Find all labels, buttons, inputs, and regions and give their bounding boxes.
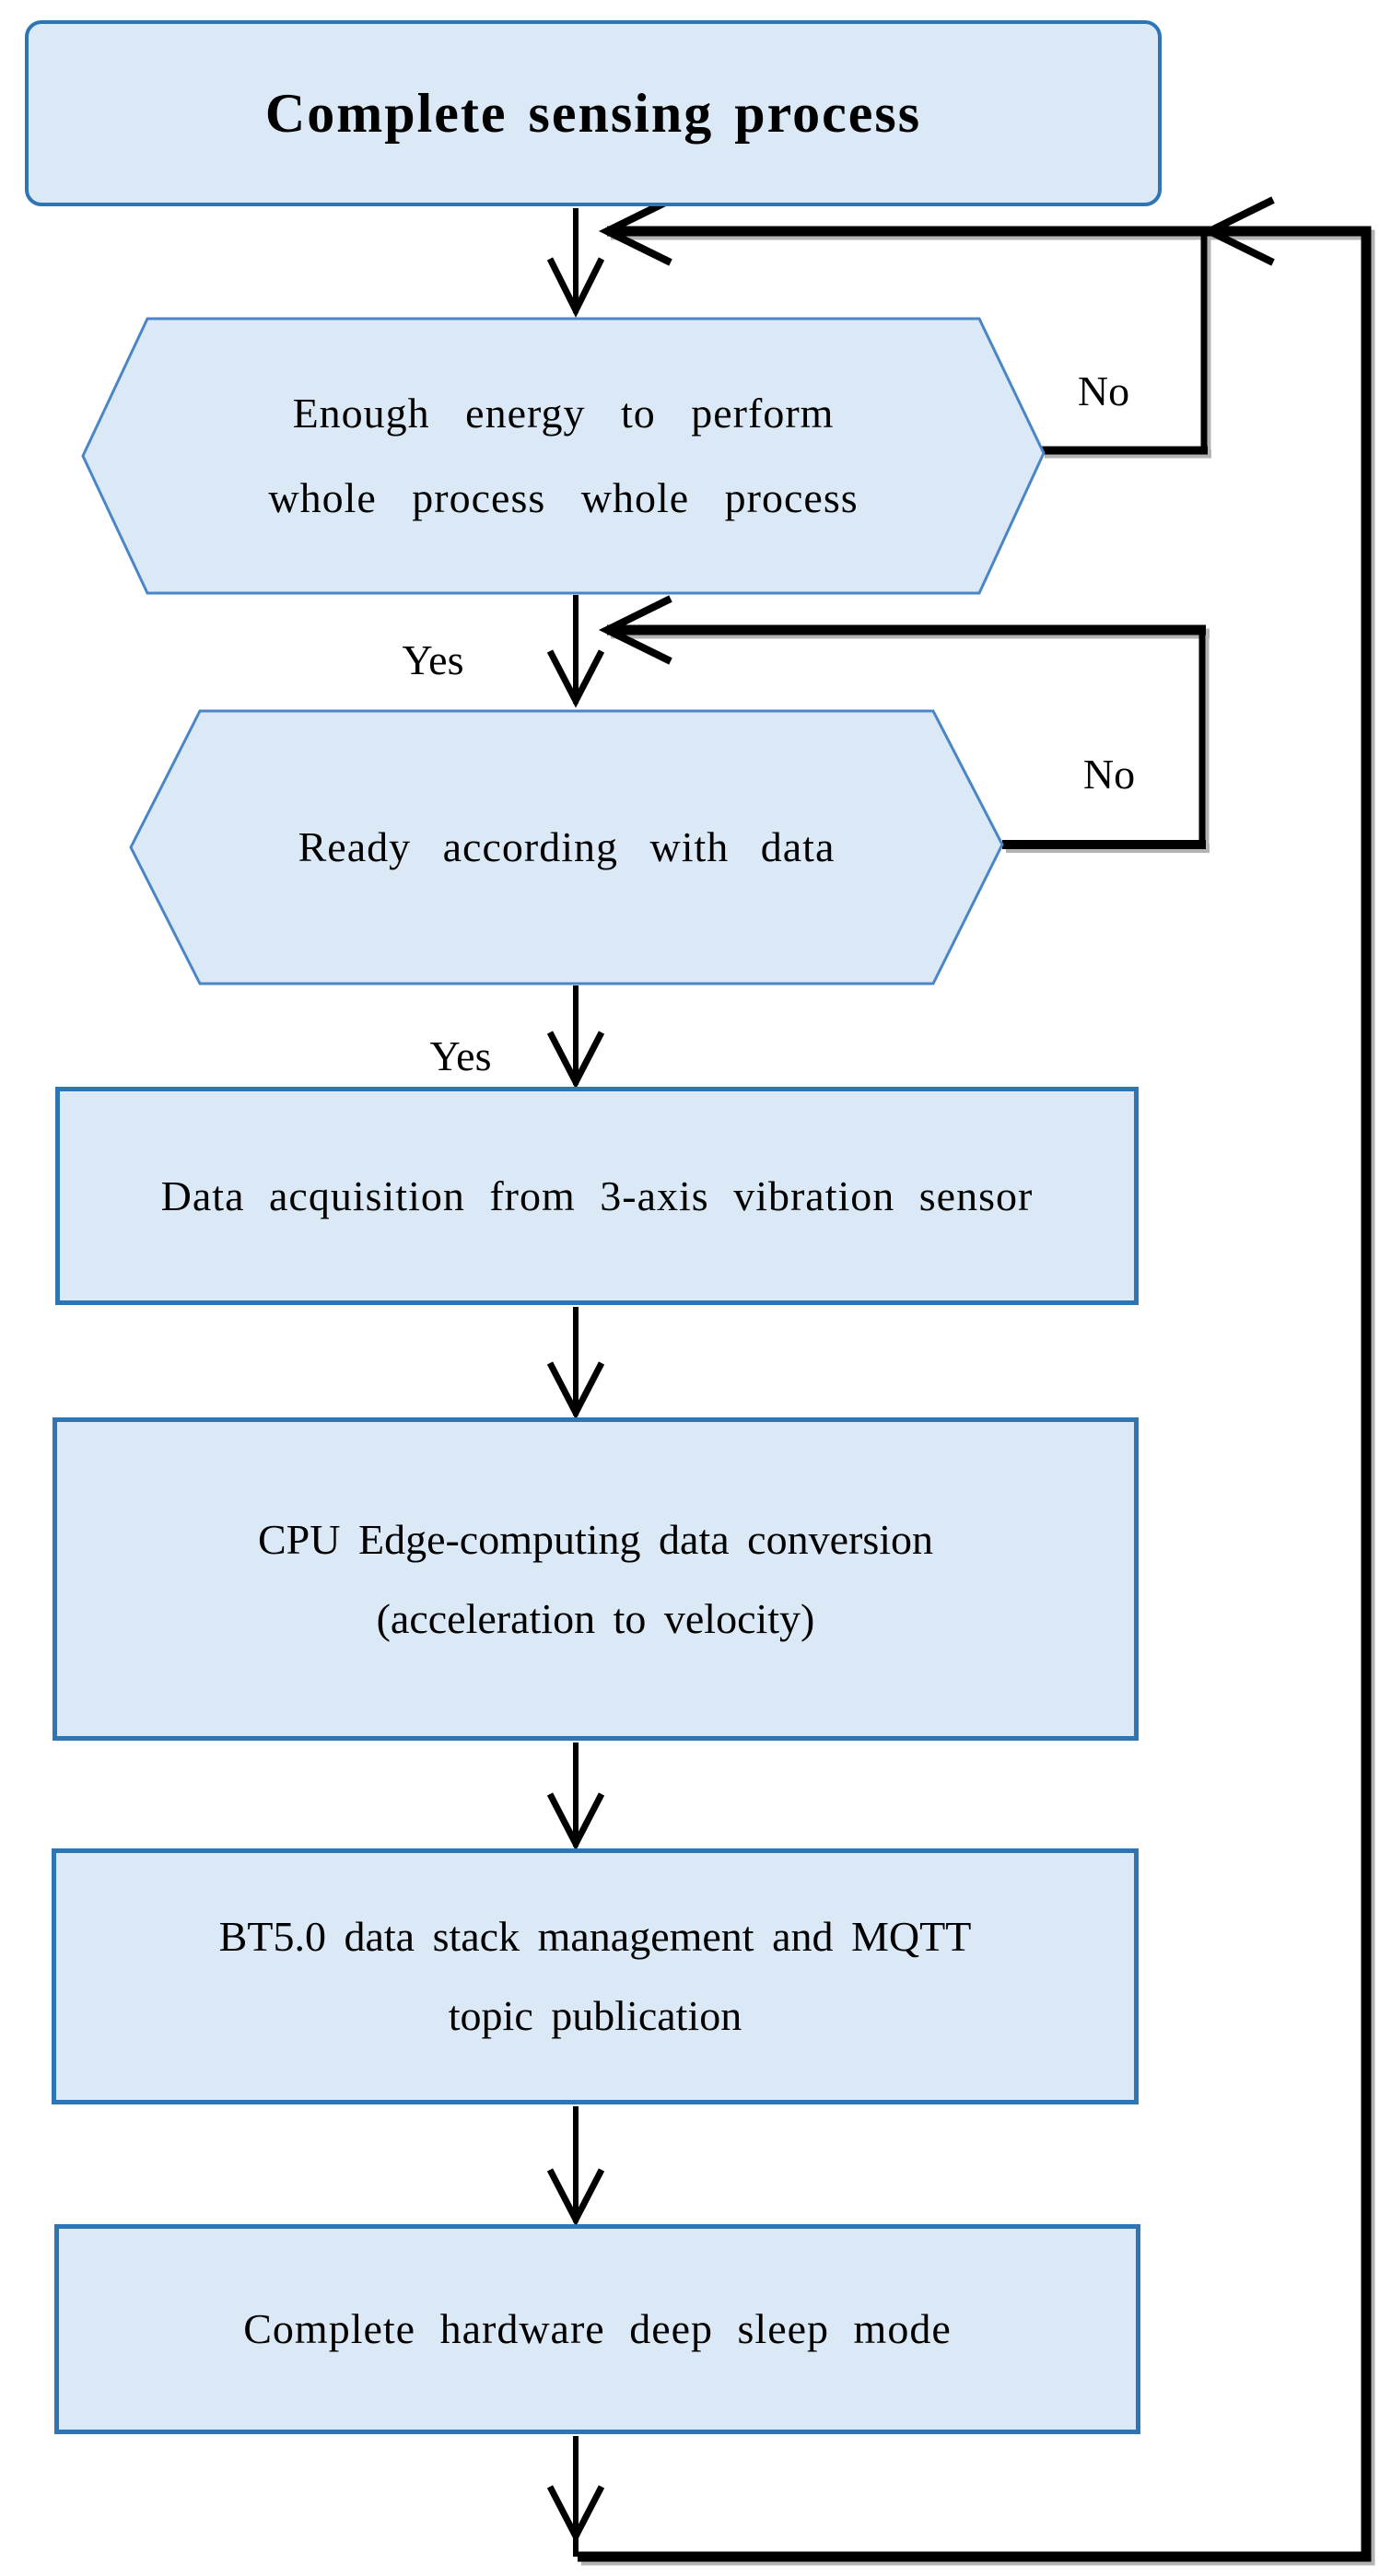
decision-energy-shape: [81, 317, 1046, 595]
no-branch-ready-line: [598, 595, 1206, 849]
arrowhead-to-publication-icon: [546, 1792, 605, 1851]
loop-arrowhead-left-icon: [598, 196, 672, 266]
spine-edges: [546, 208, 605, 2557]
node-start: Complete sensing process: [25, 20, 1162, 206]
loop-arrowhead-mid-icon: [1200, 196, 1275, 266]
feedback-loop-line: [578, 196, 1372, 2562]
node-start-label: Complete sensing process: [264, 83, 922, 144]
node-conversion-line1: CPU Edge-computing data conversion: [257, 1515, 934, 1563]
node-publication-line1: BT5.0 data stack management and MQTT: [218, 1913, 972, 1960]
decision-energy-line1: Enough energy to perform: [292, 390, 835, 437]
no-branch-energy-line: [1041, 234, 1208, 455]
arrowhead-to-acquisition-icon: [546, 1031, 605, 1090]
edge-label-yes-1: Yes: [402, 635, 464, 683]
ready-arrowhead-left-icon: [598, 595, 672, 665]
arrowhead-to-loop-icon: [546, 2485, 605, 2544]
node-conversion: CPU Edge-computing data conversion (acce…: [53, 1417, 1139, 1741]
edge-label-no-1: No: [1077, 367, 1130, 414]
arrowhead-to-sleep-icon: [546, 2168, 605, 2227]
node-decision-energy: Enough energy to perform whole process w…: [83, 319, 1044, 593]
node-sleep: Complete hardware deep sleep mode: [54, 2224, 1140, 2434]
decision-energy-line2: whole process whole process: [268, 474, 859, 521]
node-acquisition: Data acquisition from 3-axis vibration s…: [55, 1087, 1139, 1305]
node-publication: BT5.0 data stack management and MQTT top…: [52, 1848, 1139, 2104]
edge-label-yes-2: Yes: [429, 1032, 492, 1079]
node-sleep-label: Complete hardware deep sleep mode: [243, 2305, 952, 2352]
decision-ready-label: Ready according with data: [298, 823, 836, 870]
decision-ready-shape: [129, 709, 1004, 985]
node-conversion-line2: (acceleration to velocity): [376, 1594, 815, 1642]
node-publication-line2: topic publication: [448, 1992, 742, 2039]
arrowhead-to-conversion-icon: [546, 1361, 605, 1420]
arrowhead-to-energy-icon: [546, 257, 605, 318]
node-acquisition-label: Data acquisition from 3-axis vibration s…: [160, 1171, 1034, 1219]
arrowhead-to-ready-icon: [546, 649, 605, 708]
node-decision-ready: Ready according with data: [131, 711, 1002, 984]
edge-label-no-2: No: [1082, 750, 1136, 798]
